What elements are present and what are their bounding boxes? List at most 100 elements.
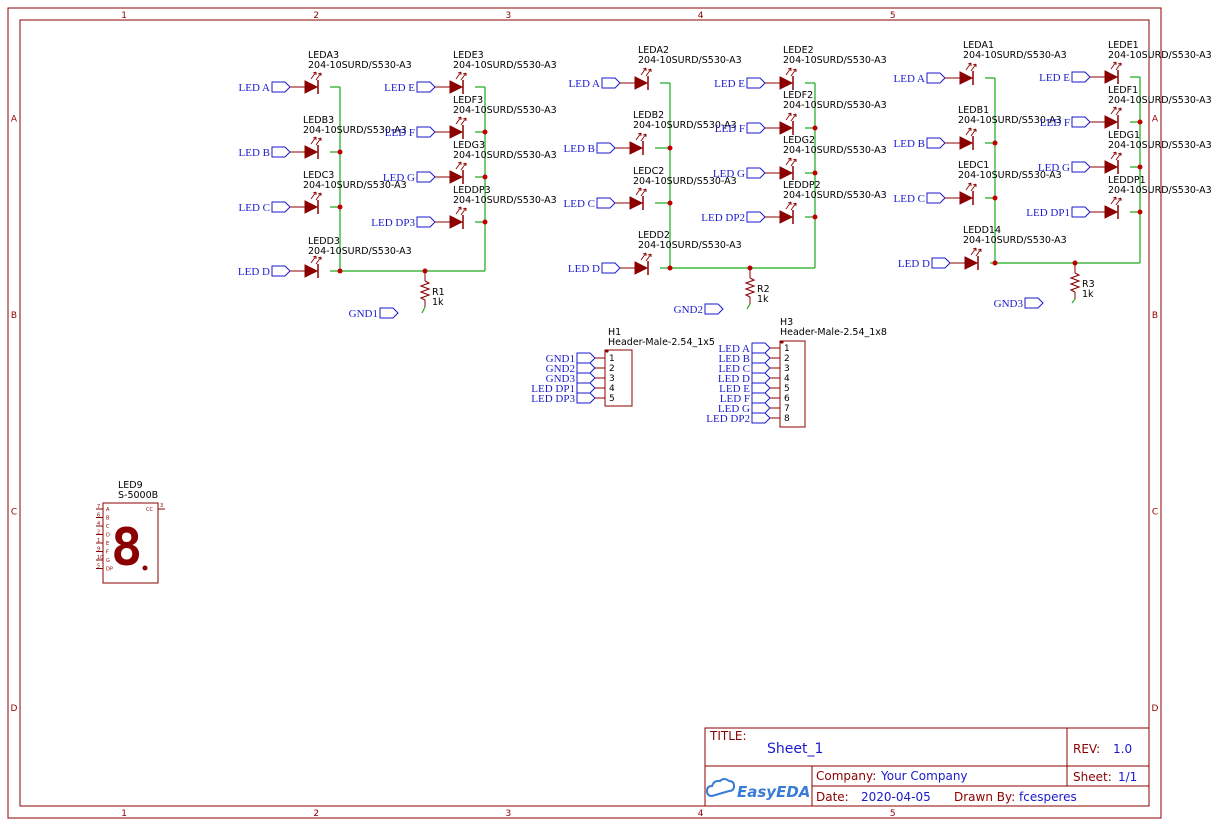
led-net-port-flag <box>601 262 621 274</box>
gnd-wire <box>746 303 751 310</box>
col-marker-top: 3 <box>506 11 512 21</box>
sevenseg-pin-name: C <box>106 524 110 530</box>
logo-text: EasyEDA <box>737 783 810 801</box>
led-part-value: 204-10SURD/S530-A3 <box>783 55 887 66</box>
resistor-ref: R3 <box>1082 279 1095 290</box>
led-net-port-flag <box>416 216 436 228</box>
resistor-zigzag-icon <box>744 277 756 298</box>
led-ref: LEDE3 <box>453 50 484 61</box>
h1-ref: H1 <box>608 327 621 338</box>
led-ref: LEDE2 <box>783 45 814 56</box>
led-part-value: 204-10SURD/S530-A3 <box>633 176 737 187</box>
led-net-port-label: LED F <box>715 123 745 135</box>
sevenseg-pin-number: 10 <box>97 555 103 561</box>
header-net-port-flag <box>576 372 596 384</box>
led-net-port-flag <box>746 77 766 89</box>
header-net-port-label: LED DP3 <box>531 393 575 405</box>
sheet-label: Sheet: <box>1073 770 1112 784</box>
drawn-by-label: Drawn By: <box>954 790 1015 804</box>
led-ref: LEDC2 <box>633 166 664 177</box>
col-marker-bottom: 2 <box>313 809 319 819</box>
gnd-wire <box>421 306 426 314</box>
led-diode-icon <box>634 76 649 90</box>
led-diode-icon <box>304 264 319 278</box>
header-net-port-flag <box>751 372 771 384</box>
led-net-port-label: LED E <box>714 78 745 90</box>
resistor-ref: R2 <box>757 284 770 295</box>
led-light-arrows-icon <box>965 62 977 72</box>
led-light-arrows-icon <box>970 247 982 257</box>
sevenseg-digit: 8 <box>111 518 142 578</box>
gnd-net-label: GND3 <box>994 298 1024 310</box>
date-value: 2020-04-05 <box>861 790 931 804</box>
led-part-value: 204-10SURD/S530-A3 <box>453 60 557 71</box>
header-pin-number: 5 <box>784 384 790 394</box>
led-diode-icon <box>779 121 794 135</box>
led-light-arrows-icon <box>635 132 647 142</box>
led-part-value: 204-10SURD/S530-A3 <box>633 120 737 131</box>
col-marker-top: 1 <box>121 11 127 21</box>
led-diode-icon <box>964 256 979 270</box>
h1-part: Header-Male-2.54_1x5 <box>608 337 715 348</box>
header-net-port-label: LED D <box>718 373 750 385</box>
led-net-port-label: LED C <box>239 202 270 214</box>
h3-body <box>779 340 806 428</box>
led-diode-icon <box>449 215 464 229</box>
led-diode-icon <box>449 170 464 184</box>
date-label: Date: <box>816 790 849 804</box>
header-net-port-flag <box>576 382 596 394</box>
header-pin-number: 2 <box>784 354 790 364</box>
header-net-port-label: LED A <box>719 343 751 355</box>
resistor-value: 1k <box>1082 289 1094 300</box>
sevenseg-pin-number: 1 <box>97 538 100 544</box>
sevenseg-pin-name: D <box>106 533 110 539</box>
led-part-value: 204-10SURD/S530-A3 <box>308 60 412 71</box>
resistor-zigzag-icon <box>1069 272 1081 293</box>
led-net-port-label: LED B <box>564 143 595 155</box>
gnd-net-label: GND2 <box>674 304 703 316</box>
led-part-value: 204-10SURD/S530-A3 <box>783 100 887 111</box>
header-net-port-flag <box>751 392 771 404</box>
row-marker-left: D <box>11 704 18 714</box>
led-light-arrows-icon <box>965 127 977 137</box>
sevenseg-part: S-5000B <box>118 490 158 501</box>
drawing-frame <box>7 7 1162 819</box>
led-light-arrows-icon <box>455 116 467 126</box>
col-marker-top: 2 <box>313 11 319 21</box>
header-pin-number: 1 <box>609 354 615 364</box>
